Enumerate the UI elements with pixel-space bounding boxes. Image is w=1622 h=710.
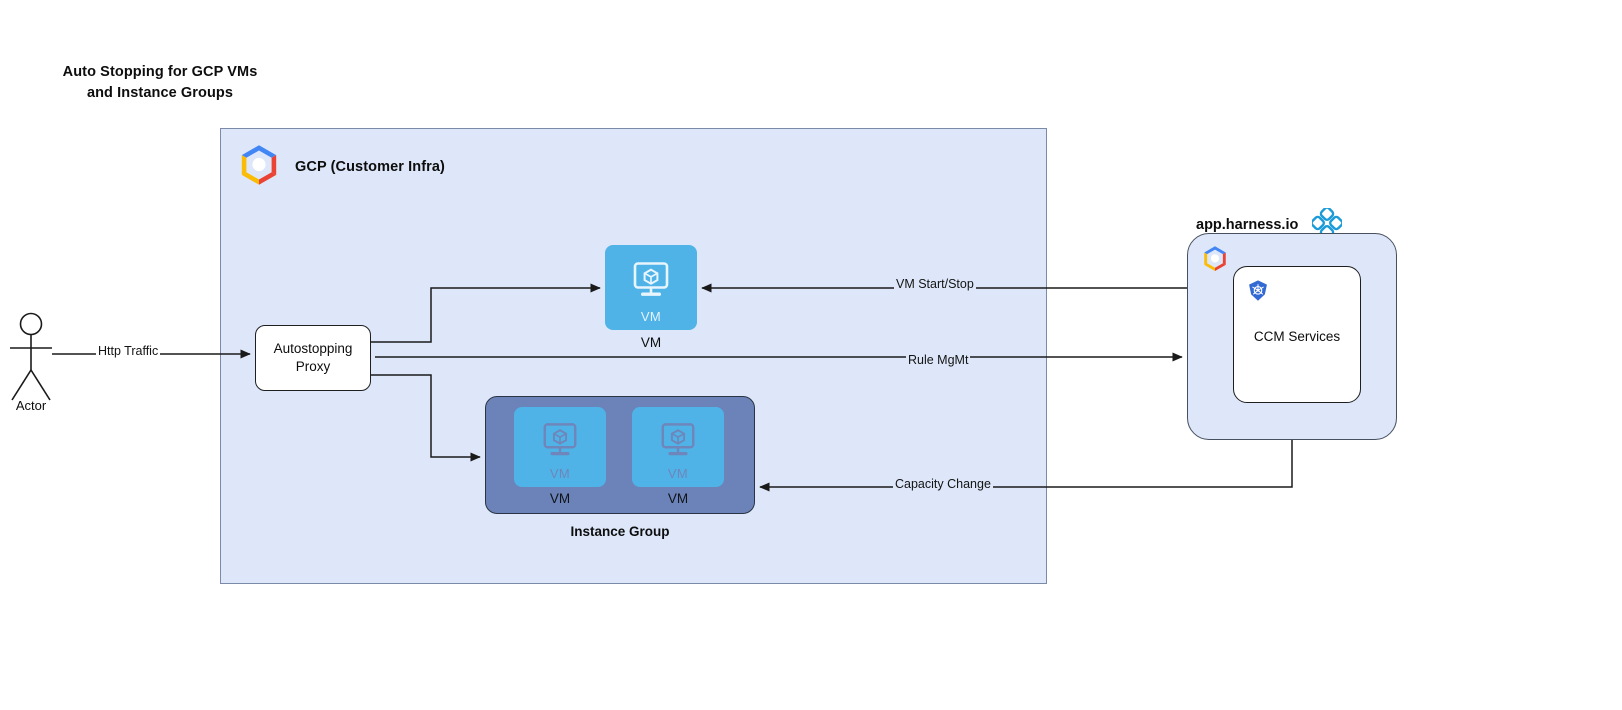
instance-group-vm-1-inner-label: VM: [549, 466, 571, 481]
instance-group-vm-1[interactable]: VM: [514, 407, 606, 487]
page-title-line-1: Auto Stopping for GCP VMs: [62, 64, 258, 80]
edge-label-http-traffic: Http Traffic: [96, 344, 161, 358]
page-title: Auto Stopping for GCP VMs and Instance G…: [40, 62, 280, 104]
gcp-hexagon-logo-icon: [235, 142, 283, 191]
vm-monitor-cube-icon: [538, 421, 582, 466]
instance-group-vm-1-caption: VM: [549, 491, 571, 506]
edge-label-rule-mgmt: Rule MgMt: [906, 353, 971, 367]
instance-group-container[interactable]: VM VM VM VM: [485, 396, 755, 514]
stick-figure-actor-icon: [10, 312, 52, 401]
harness-title-label: app.harness.io: [1196, 217, 1299, 233]
ccm-services-node[interactable]: CCM Services: [1233, 266, 1361, 403]
harness-platform-container: CCM Services: [1187, 233, 1397, 440]
kubernetes-helm-icon: [1246, 279, 1270, 308]
edge-label-capacity-change: Capacity Change: [893, 477, 993, 491]
autostopping-proxy-label-line-1: Autostopping: [273, 340, 353, 356]
instance-group-vm-2[interactable]: VM: [632, 407, 724, 487]
edge-label-vm-start-stop: VM Start/Stop: [894, 277, 976, 291]
instance-group-caption: Instance Group: [570, 524, 670, 539]
vm-standalone-inner-label: VM: [640, 309, 662, 324]
ccm-services-label: CCM Services: [1253, 329, 1341, 344]
gcp-hexagon-logo-icon: [1200, 244, 1230, 277]
vm-standalone-node[interactable]: VM: [605, 245, 697, 330]
actor-figure: [2, 312, 62, 412]
page-title-line-2: and Instance Groups: [86, 85, 234, 102]
gcp-container-label: GCP (Customer Infra): [295, 158, 445, 175]
vm-monitor-cube-icon: [656, 421, 700, 466]
vm-monitor-cube-icon: [628, 261, 674, 308]
autostopping-proxy-node[interactable]: Autostopping Proxy: [255, 325, 371, 391]
actor-label: Actor: [15, 398, 47, 413]
vm-standalone-caption: VM: [640, 335, 662, 350]
gcp-container-header: GCP (Customer Infra): [235, 142, 445, 191]
instance-group-vm-2-inner-label: VM: [667, 466, 689, 481]
instance-group-vm-2-caption: VM: [667, 491, 689, 506]
autostopping-proxy-label-line-2: Proxy: [295, 359, 331, 374]
harness-title-row: app.harness.io: [1196, 206, 1344, 242]
